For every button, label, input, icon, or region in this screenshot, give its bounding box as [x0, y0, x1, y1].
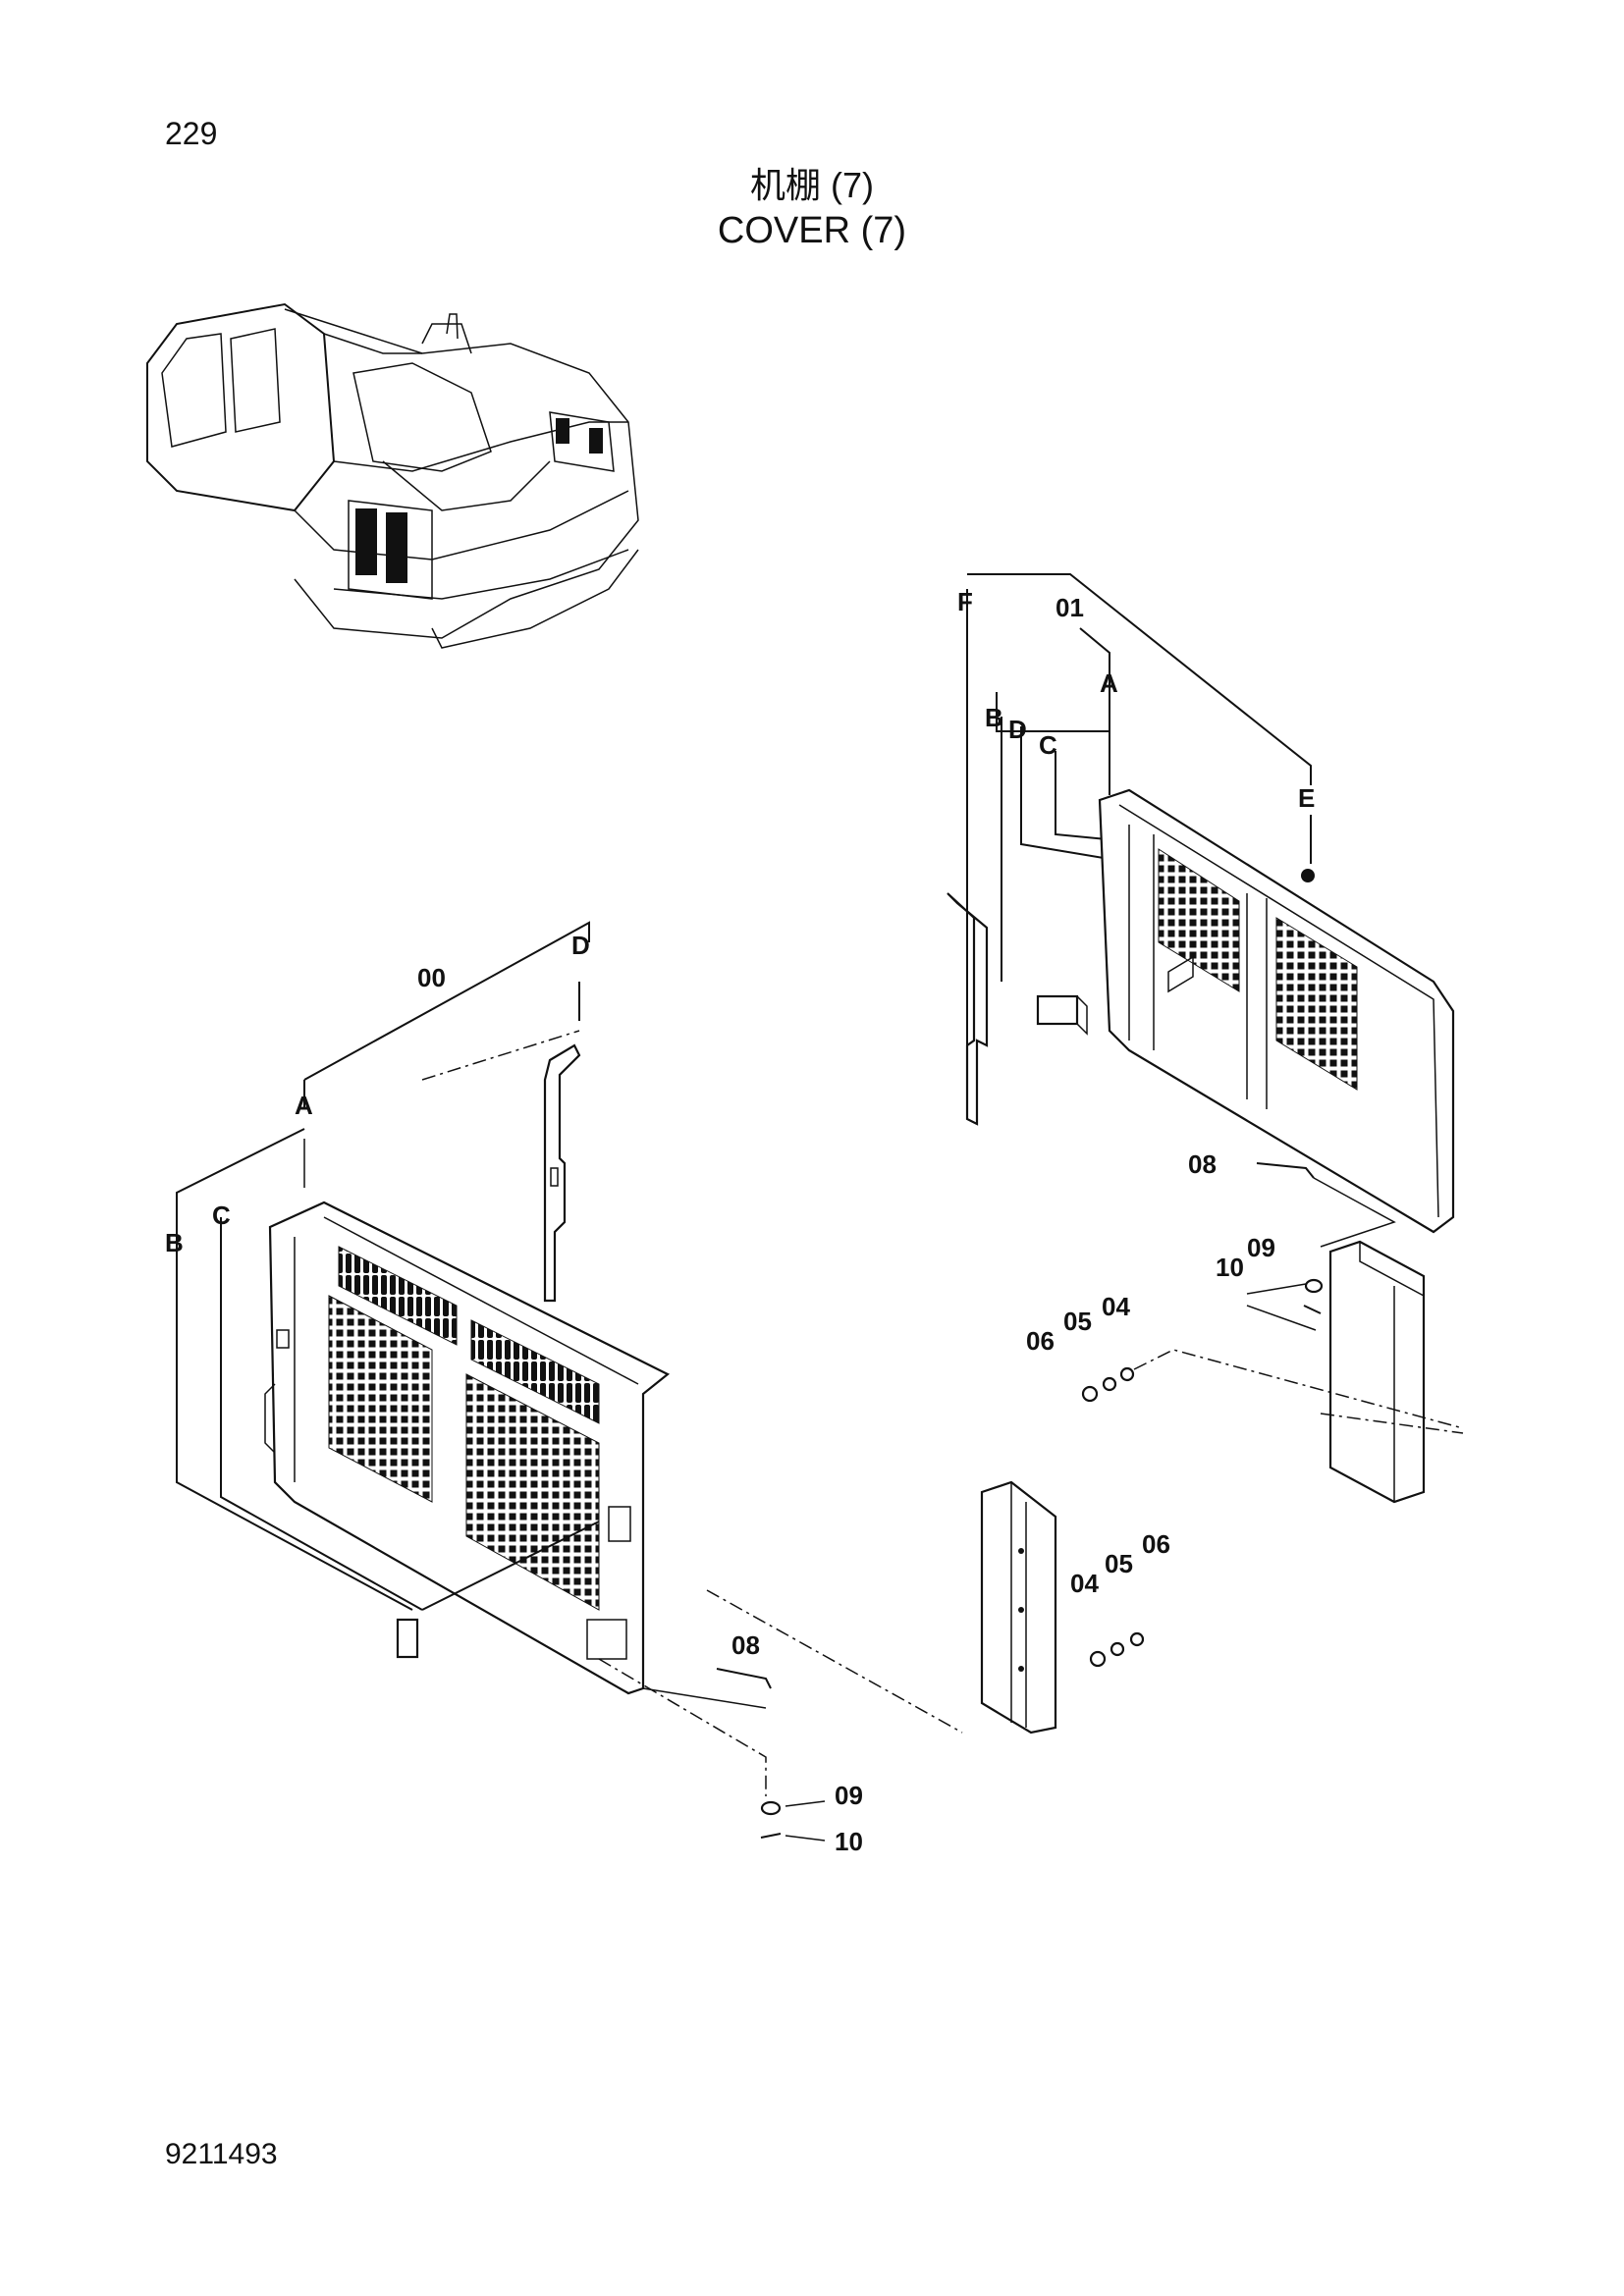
- document-number: 9211493: [165, 2138, 278, 2170]
- page-title-chinese: 机棚 (7): [749, 165, 874, 205]
- callout-left-06: 06: [1142, 1529, 1170, 1559]
- callout-right-09: 09: [1247, 1233, 1275, 1262]
- callout-right-04: 04: [1102, 1292, 1130, 1321]
- callout-left-B: B: [165, 1228, 184, 1257]
- callout-left-D: D: [571, 931, 590, 960]
- callout-labels: F 01 A B D C E 08 09 10 06 05 04 00 D A …: [165, 587, 1315, 1856]
- callout-right-10: 10: [1216, 1253, 1244, 1282]
- callout-left-A: A: [295, 1091, 313, 1120]
- callout-left-04: 04: [1070, 1569, 1099, 1598]
- callout-right-E: E: [1298, 783, 1315, 813]
- callout-left-05: 05: [1105, 1549, 1133, 1578]
- excavator-locator-view: [146, 302, 639, 649]
- callout-left-09: 09: [835, 1781, 863, 1810]
- left-cover-assembly: [176, 921, 1145, 1842]
- callout-right-F: F: [957, 587, 973, 616]
- callout-right-B: B: [985, 703, 1003, 732]
- callout-right-06: 06: [1026, 1326, 1055, 1356]
- callout-right-05: 05: [1063, 1307, 1092, 1336]
- callout-left-08: 08: [731, 1630, 760, 1660]
- callout-right-A: A: [1100, 668, 1118, 698]
- page-title: COVER (7): [717, 210, 907, 251]
- callout-left-C: C: [212, 1201, 231, 1230]
- callout-right-D: D: [1008, 715, 1027, 744]
- callout-right-01: 01: [1056, 593, 1084, 622]
- callout-right-C: C: [1039, 730, 1057, 760]
- page-number: 229: [165, 116, 218, 151]
- right-cover-assembly: [947, 573, 1464, 1504]
- callout-left-10: 10: [835, 1827, 863, 1856]
- callout-left-00: 00: [417, 963, 446, 992]
- callout-right-08: 08: [1188, 1149, 1217, 1179]
